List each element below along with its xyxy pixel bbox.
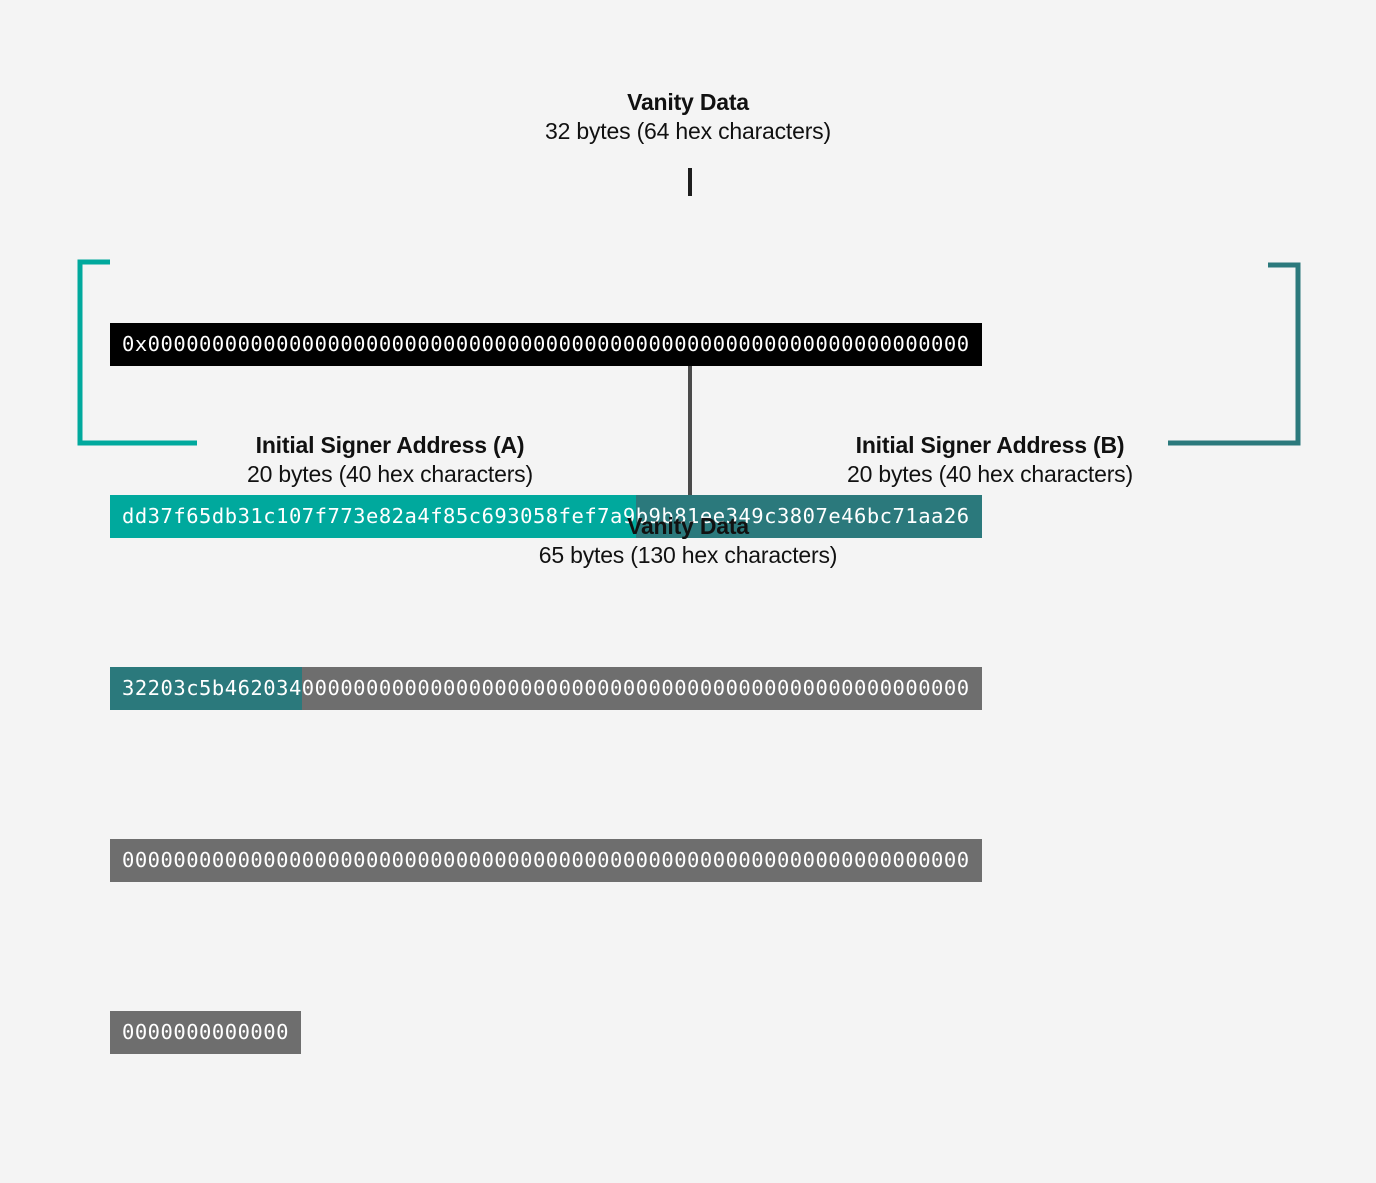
- hex-segment-vanity-suffix: 0000000000000: [110, 1011, 301, 1054]
- hex-row: 0000000000000000000000000000000000000000…: [110, 839, 982, 882]
- signer-a-title: Initial Signer Address (A): [255, 432, 525, 458]
- vanity-data-top-label: Vanity Data 32 bytes (64 hex characters): [0, 88, 1376, 146]
- signer-b-title: Initial Signer Address (B): [855, 432, 1125, 458]
- hex-data-block: 0x00000000000000000000000000000000000000…: [110, 194, 982, 1183]
- vanity-bottom-connector-line: [688, 324, 692, 511]
- hex-segment-vanity-suffix: 0000000000000000000000000000000000000000…: [301, 667, 982, 710]
- signer-b-subtitle: 20 bytes (40 hex characters): [847, 461, 1133, 487]
- signer-a-label: Initial Signer Address (A) 20 bytes (40 …: [140, 431, 640, 489]
- vanity-data-top-subtitle: 32 bytes (64 hex characters): [545, 118, 831, 144]
- vanity-data-bottom-label: Vanity Data 65 bytes (130 hex characters…: [0, 512, 1376, 570]
- signer-b-label: Initial Signer Address (B) 20 bytes (40 …: [740, 431, 1240, 489]
- vanity-top-connector-line: [688, 168, 692, 196]
- vanity-data-bottom-title: Vanity Data: [627, 513, 749, 539]
- signer-a-subtitle: 20 bytes (40 hex characters): [247, 461, 533, 487]
- hex-row: dd37f65db31c107f773e82a4f85c693058fef7a9…: [110, 495, 982, 538]
- hex-segment-vanity-prefix: 0x00000000000000000000000000000000000000…: [110, 323, 982, 366]
- hex-segment-signer-b-part2: 32203c5b462034: [110, 667, 302, 710]
- hex-row: 0x00000000000000000000000000000000000000…: [110, 323, 982, 366]
- signer-b-bracket: [1168, 262, 1301, 446]
- vanity-data-top-title: Vanity Data: [627, 89, 749, 115]
- diagram-canvas: Vanity Data 32 bytes (64 hex characters)…: [0, 88, 1376, 1054]
- hex-segment-signer-b-part1: b9b81ee349c3807e46bc71aa26: [635, 495, 982, 538]
- hex-segment-signer-a: dd37f65db31c107f773e82a4f85c693058fef7a9: [110, 495, 636, 538]
- hex-row: 0000000000000: [110, 1011, 982, 1054]
- hex-segment-vanity-suffix: 0000000000000000000000000000000000000000…: [110, 839, 982, 882]
- hex-row: 32203c5b462034 0000000000000000000000000…: [110, 667, 982, 710]
- vanity-data-bottom-subtitle: 65 bytes (130 hex characters): [538, 542, 838, 568]
